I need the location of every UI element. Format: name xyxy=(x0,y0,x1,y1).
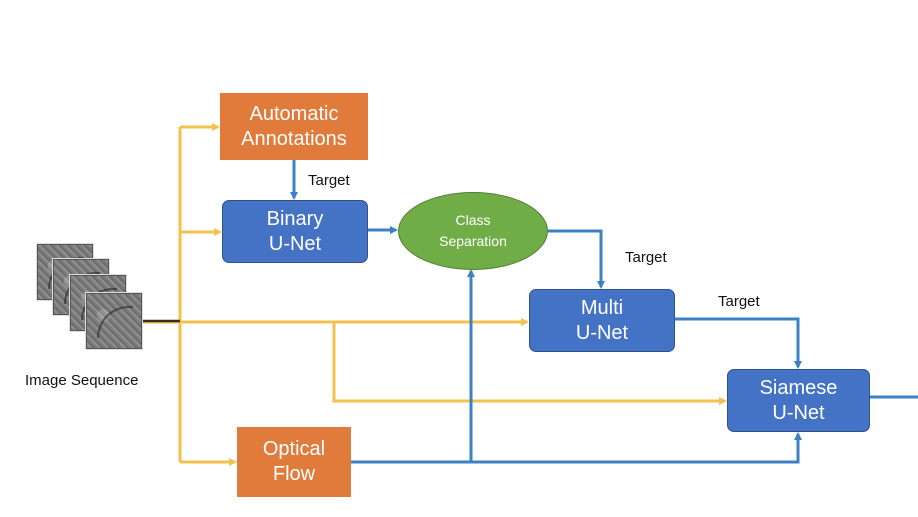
arrow-multi-to-siamese xyxy=(675,317,802,369)
arrow-class-to-multi xyxy=(548,229,605,289)
class-separation-ellipse: Class Separation xyxy=(398,192,548,270)
arrow-flow-to-siamese xyxy=(471,432,802,464)
optical-flow-box: Optical Flow xyxy=(237,427,351,497)
target-label-binary: Target xyxy=(308,172,350,189)
image-frame-4 xyxy=(86,293,142,349)
target-label-siamese: Target xyxy=(718,293,760,310)
arrow-flow-to-class xyxy=(351,269,475,464)
siamese-unet-box: Siamese U-Net xyxy=(727,369,870,432)
image-sequence-label: Image Sequence xyxy=(25,372,139,389)
binary-unet-box: Binary U-Net xyxy=(222,200,368,263)
arrow-to-siamese-unet xyxy=(332,322,727,405)
multi-unet-box: Multi U-Net xyxy=(529,289,675,352)
automatic-annotations-box: Automatic Annotations xyxy=(220,93,368,160)
target-label-multi: Target xyxy=(625,249,667,266)
